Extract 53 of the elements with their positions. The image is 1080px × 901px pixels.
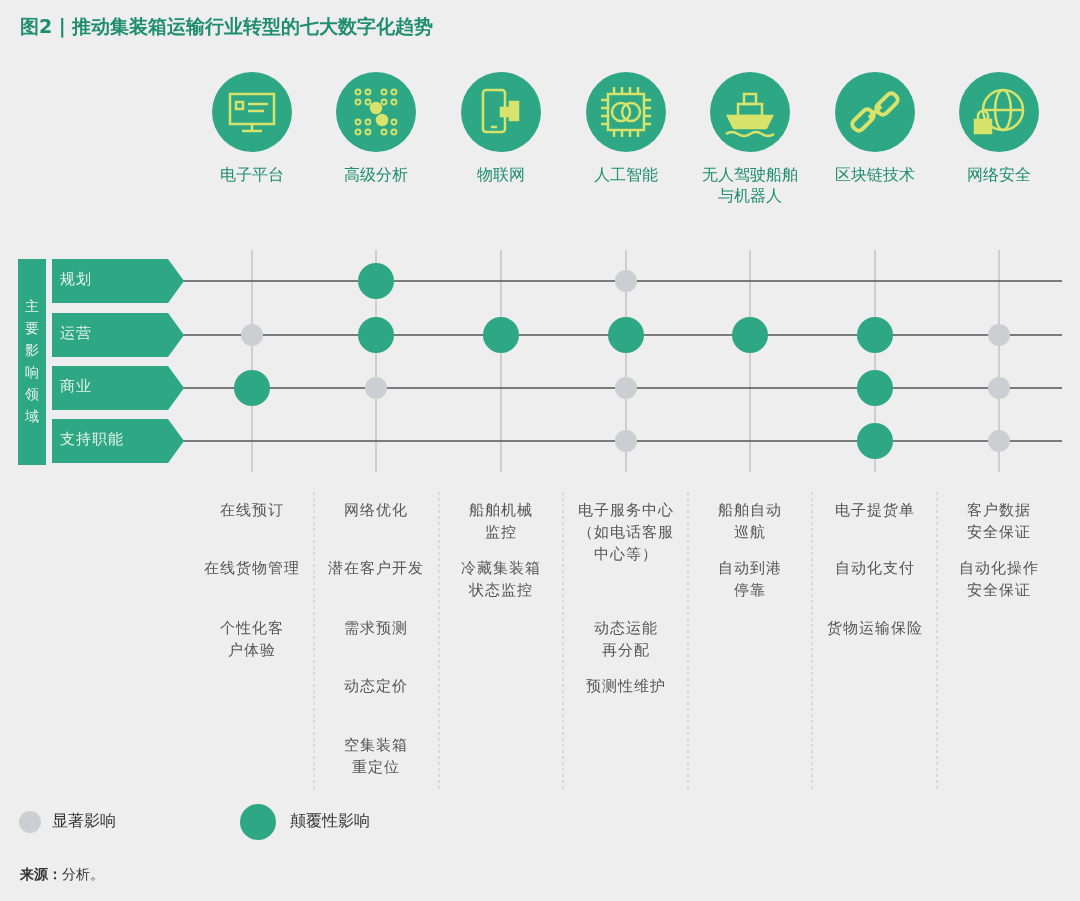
use-case-text: 预测性维护 [585,676,667,697]
impact-dot [358,317,394,353]
trend-label: 物联网 [476,164,526,185]
use-case-text: 潜在客户开发 [327,558,425,579]
use-case-text: 冷藏集装箱状态监控 [460,558,542,601]
chart-title: 图2 | 推动集装箱运输行业转型的七大数字化趋势 [20,14,434,40]
vertical-label-band: 主要影响领域 [18,259,46,465]
impact-dot [988,324,1010,346]
impact-dot [857,370,893,406]
use-case-text: 电子提货单 [834,500,916,521]
use-case-text: 客户数据安全保证 [966,500,1032,543]
source-note: 来源：分析。 [20,866,104,884]
use-case-text: 空集装箱重定位 [343,735,409,778]
impact-dot [358,263,394,299]
impact-dot [732,317,768,353]
trend-label: 无人驾驶船舶与机器人 [702,164,798,206]
use-case-text: 船舶机械监控 [468,500,534,543]
legend-label: 显著影响 [52,811,116,832]
trend-label: 网络安全 [966,164,1032,185]
impact-dot [234,370,270,406]
trend-label: 电子平台 [219,164,285,185]
impact-dot [241,324,263,346]
use-case-text: 动态定价 [343,676,409,697]
row-label: 商业 [60,377,92,396]
use-case-text: 个性化客户体验 [219,618,285,661]
use-case-text: 网络优化 [343,500,409,521]
trend-label: 高级分析 [343,164,409,185]
impact-dot [857,423,893,459]
use-case-text: 自动化操作安全保证 [958,558,1040,601]
row-label: 支持职能 [60,430,124,449]
trend-label: 人工智能 [593,164,659,185]
use-case-text: 动态运能再分配 [593,618,659,661]
impact-dot [988,430,1010,452]
trend-label: 区块链技术 [834,164,916,185]
use-case-text: 需求预测 [343,618,409,639]
legend-label: 颠覆性影响 [290,811,370,832]
use-case-text: 自动化支付 [834,558,916,579]
use-case-text: 电子服务中心（如电话客服中心等） [577,500,675,565]
row-label: 规划 [60,270,92,289]
impact-dot [608,317,644,353]
use-case-text: 船舶自动巡航 [717,500,783,543]
use-case-text: 在线货物管理 [203,558,301,579]
use-case-text: 货物运输保险 [826,618,924,639]
impact-dot [615,377,637,399]
impact-dot [615,430,637,452]
use-case-text: 在线预订 [219,500,285,521]
impact-dot [365,377,387,399]
use-case-text: 自动到港停靠 [717,558,783,601]
impact-dot [857,317,893,353]
impact-dot [988,377,1010,399]
impact-dot [615,270,637,292]
impact-dot [483,317,519,353]
row-label: 运营 [60,324,92,343]
